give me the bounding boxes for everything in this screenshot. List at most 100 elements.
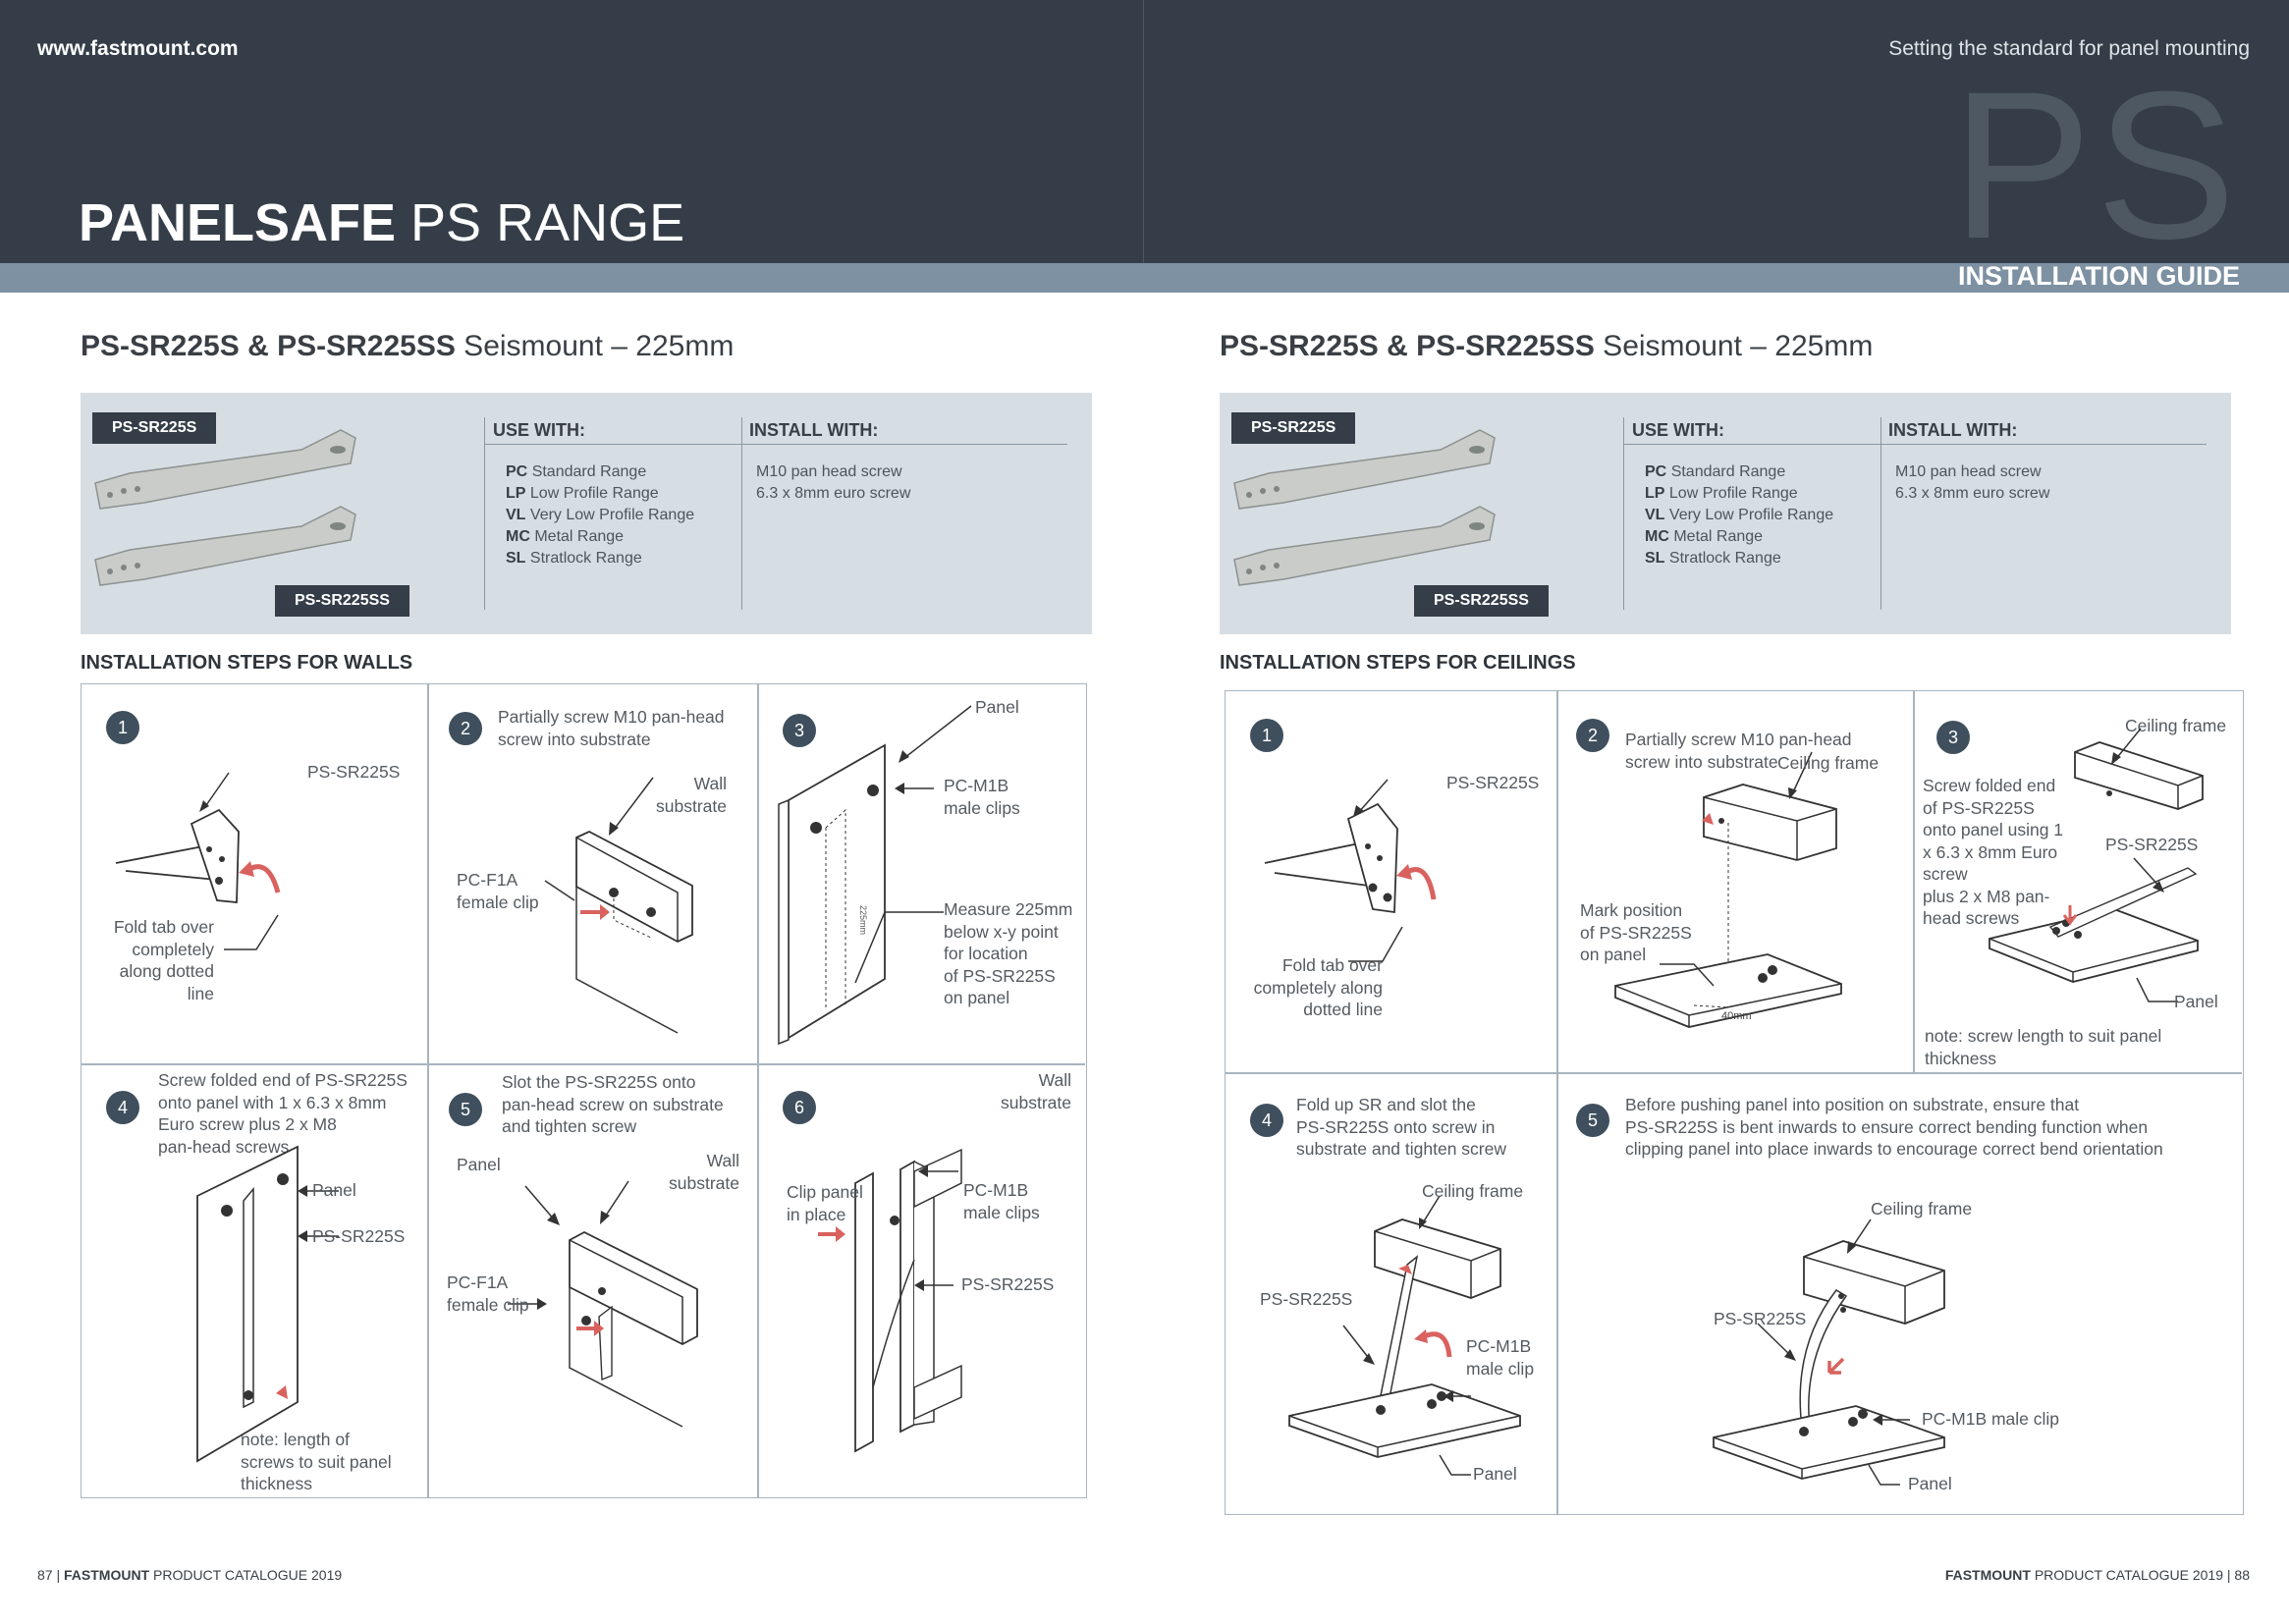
install-with-list: M10 pan head screw 6.3 x 8mm euro screw xyxy=(756,461,910,505)
use-with-list: PC Standard Range LP Low Profile Range V… xyxy=(506,461,694,569)
step-illustration xyxy=(1556,1072,2242,1514)
website-url[interactable]: www.fastmount.com xyxy=(37,37,239,61)
column-divider xyxy=(1623,417,1624,610)
install-with-label: INSTALL WITH: xyxy=(1888,420,2017,441)
label-panel: Panel xyxy=(1473,1463,1517,1486)
header-rule xyxy=(1623,444,1880,445)
label-part: PS-SR225S xyxy=(1714,1308,1806,1330)
list-item: PC Standard Range xyxy=(506,461,694,483)
ceiling-step-3: 3 Ceiling frame Screw folded endof PS-SR… xyxy=(1913,691,2242,1072)
label-panel: Panel xyxy=(975,696,1019,719)
label-part: PS-SR225S xyxy=(961,1273,1054,1296)
product-code: PS-SR225S & PS-SR225SS xyxy=(81,330,456,362)
page-title: PANELSAFE PS RANGE xyxy=(79,192,684,253)
list-item: M10 pan head screw xyxy=(756,461,910,483)
product-desc: Seismount – 225mm xyxy=(456,330,734,362)
label-part: PS-SR225S xyxy=(2105,834,2198,856)
range-watermark: PS xyxy=(1952,61,2240,271)
label-part: PS-SR225S xyxy=(1260,1288,1352,1311)
list-item: LP Low Profile Range xyxy=(506,483,694,505)
list-item: MC Metal Range xyxy=(1645,526,1833,548)
product-title: PS-SR225S & PS-SR225SS Seismount – 225mm xyxy=(1220,330,1873,363)
install-with-label: INSTALL WITH: xyxy=(749,420,878,441)
column-divider xyxy=(484,417,485,610)
product-title: PS-SR225S & PS-SR225SS Seismount – 225mm xyxy=(81,330,734,363)
list-item: 6.3 x 8mm euro screw xyxy=(1895,483,2049,505)
dim-label: 40mm xyxy=(1721,1010,1752,1022)
title-bold: PANELSAFE xyxy=(79,193,396,252)
fold-instruction: Fold tab overcompletelyalong dottedline xyxy=(91,916,214,1004)
header-rule xyxy=(484,444,741,445)
column-divider xyxy=(1880,417,1881,610)
product-tag-top: PS-SR225S xyxy=(1231,412,1355,444)
label-part: PS-SR225S xyxy=(312,1225,405,1248)
wall-step-6: 6 Wallsubstrate Clip panelin place PC xyxy=(757,1063,1087,1497)
walls-steps-heading: INSTALLATION STEPS FOR WALLS xyxy=(81,652,412,675)
dim-label: 225mm xyxy=(858,905,868,935)
list-item: MC Metal Range xyxy=(506,526,694,548)
list-item: M10 pan head screw xyxy=(1895,461,2049,483)
label-part: PS-SR225S xyxy=(307,761,400,784)
label-panel: Panel xyxy=(1908,1473,1952,1495)
list-item: 6.3 x 8mm euro screw xyxy=(756,483,910,505)
use-with-list: PC Standard Range LP Low Profile Range V… xyxy=(1645,461,1833,569)
product-desc: Seismount – 225mm xyxy=(1595,330,1873,362)
step-illustration: 40mm xyxy=(1556,691,1913,1072)
fold-instruction: Fold tab overcompletely alongdotted line xyxy=(1230,954,1383,1021)
sub-band xyxy=(0,263,2289,293)
spread-divider xyxy=(1143,0,1144,263)
title-rest: PS RANGE xyxy=(396,193,684,252)
product-info-panel: PS-SR225S PS-SR225SS USE WITH: INSTALL W… xyxy=(1220,393,2231,634)
list-item: VL Very Low Profile Range xyxy=(1645,505,1833,526)
header-rule xyxy=(741,444,1067,445)
installation-guide-label: INSTALLATION GUIDE xyxy=(1958,261,2240,292)
footer-right: FASTMOUNT PRODUCT CATALOGUE 2019 | 88 xyxy=(1945,1567,2250,1583)
label-ceiling-frame: Ceiling frame xyxy=(1871,1198,1972,1220)
label-panel: Panel xyxy=(2174,991,2218,1013)
measure-instruction: Measure 225mmbelow x-y pointfor location… xyxy=(944,898,1072,1009)
use-with-label: USE WITH: xyxy=(1632,420,1724,441)
label-panel: Panel xyxy=(457,1154,501,1176)
ceilings-steps-heading: INSTALLATION STEPS FOR CEILINGS xyxy=(1220,652,1576,675)
ceiling-step-5: 5 Before pushing panel into position on … xyxy=(1556,1072,2242,1514)
label-part: PS-SR225S xyxy=(1446,772,1539,794)
list-item: SL Stratlock Range xyxy=(1645,548,1833,569)
product-tag-bottom: PS-SR225SS xyxy=(1414,585,1549,617)
install-with-list: M10 pan head screw 6.3 x 8mm euro screw xyxy=(1895,461,2049,505)
label-panel: Panel xyxy=(312,1179,356,1202)
list-item: VL Very Low Profile Range xyxy=(506,505,694,526)
label-male-clip: PC-M1B male clip xyxy=(1922,1408,2059,1431)
list-item: PC Standard Range xyxy=(1645,461,1833,483)
footer-left: 87 | FASTMOUNT PRODUCT CATALOGUE 2019 xyxy=(37,1567,342,1583)
product-code: PS-SR225S & PS-SR225SS xyxy=(1220,330,1595,362)
product-info-panel: PS-SR225S PS-SR225SS USE WITH: INSTALL W… xyxy=(81,393,1092,634)
label-ceiling-frame: Ceiling frame xyxy=(1422,1180,1523,1203)
step-illustration xyxy=(1913,691,2242,1072)
product-tag-top: PS-SR225S xyxy=(92,412,216,444)
column-divider xyxy=(741,417,742,610)
use-with-label: USE WITH: xyxy=(493,420,585,441)
label-ceiling-frame: Ceiling frame xyxy=(1777,752,1879,775)
header-rule xyxy=(1880,444,2207,445)
